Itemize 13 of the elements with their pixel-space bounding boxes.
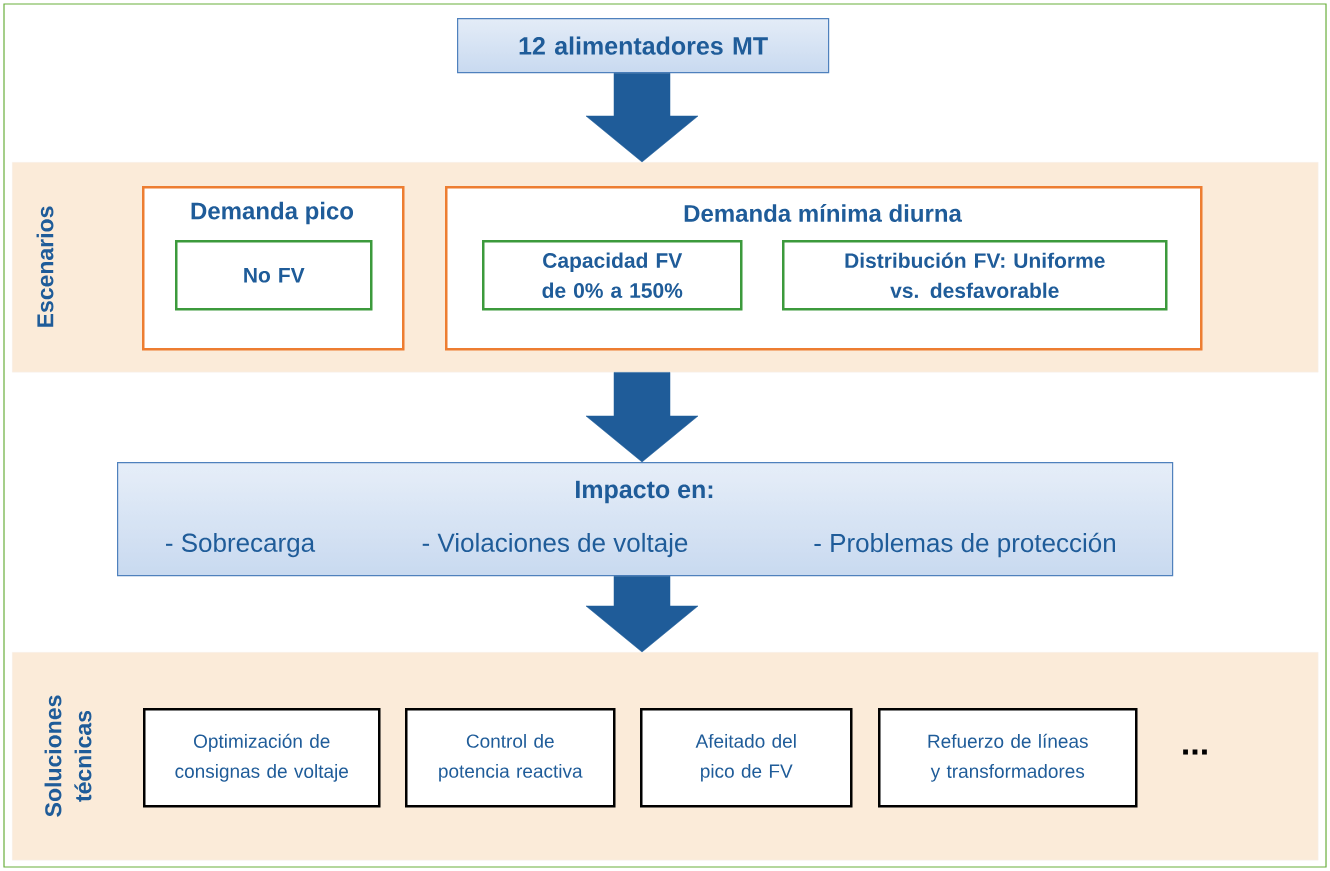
solution-box: Refuerzo de líneas y transformadores	[878, 708, 1138, 808]
solution-box: Afeitado del pico de FV	[640, 708, 853, 808]
block-arrow	[585, 575, 699, 653]
ellipsis: ...	[1183, 749, 1207, 755]
block-arrow	[585, 72, 699, 163]
block-arrow	[585, 372, 699, 463]
case-box: Capacidad FV de 0% a 150%	[482, 240, 743, 311]
impact-box: Impacto en: - Sobrecarga - Violaciones de voltaje - Problemas de protección	[117, 462, 1174, 577]
input-box: 12 alimentadores MT	[457, 18, 830, 74]
case-box: Distribución FV: Uniforme vs. desfavorable	[782, 240, 1168, 311]
case-box: No FV	[175, 240, 373, 311]
solution-box: Control de potencia reactiva	[405, 708, 616, 808]
solution-box: Optimización de consignas de voltaje	[143, 708, 381, 808]
